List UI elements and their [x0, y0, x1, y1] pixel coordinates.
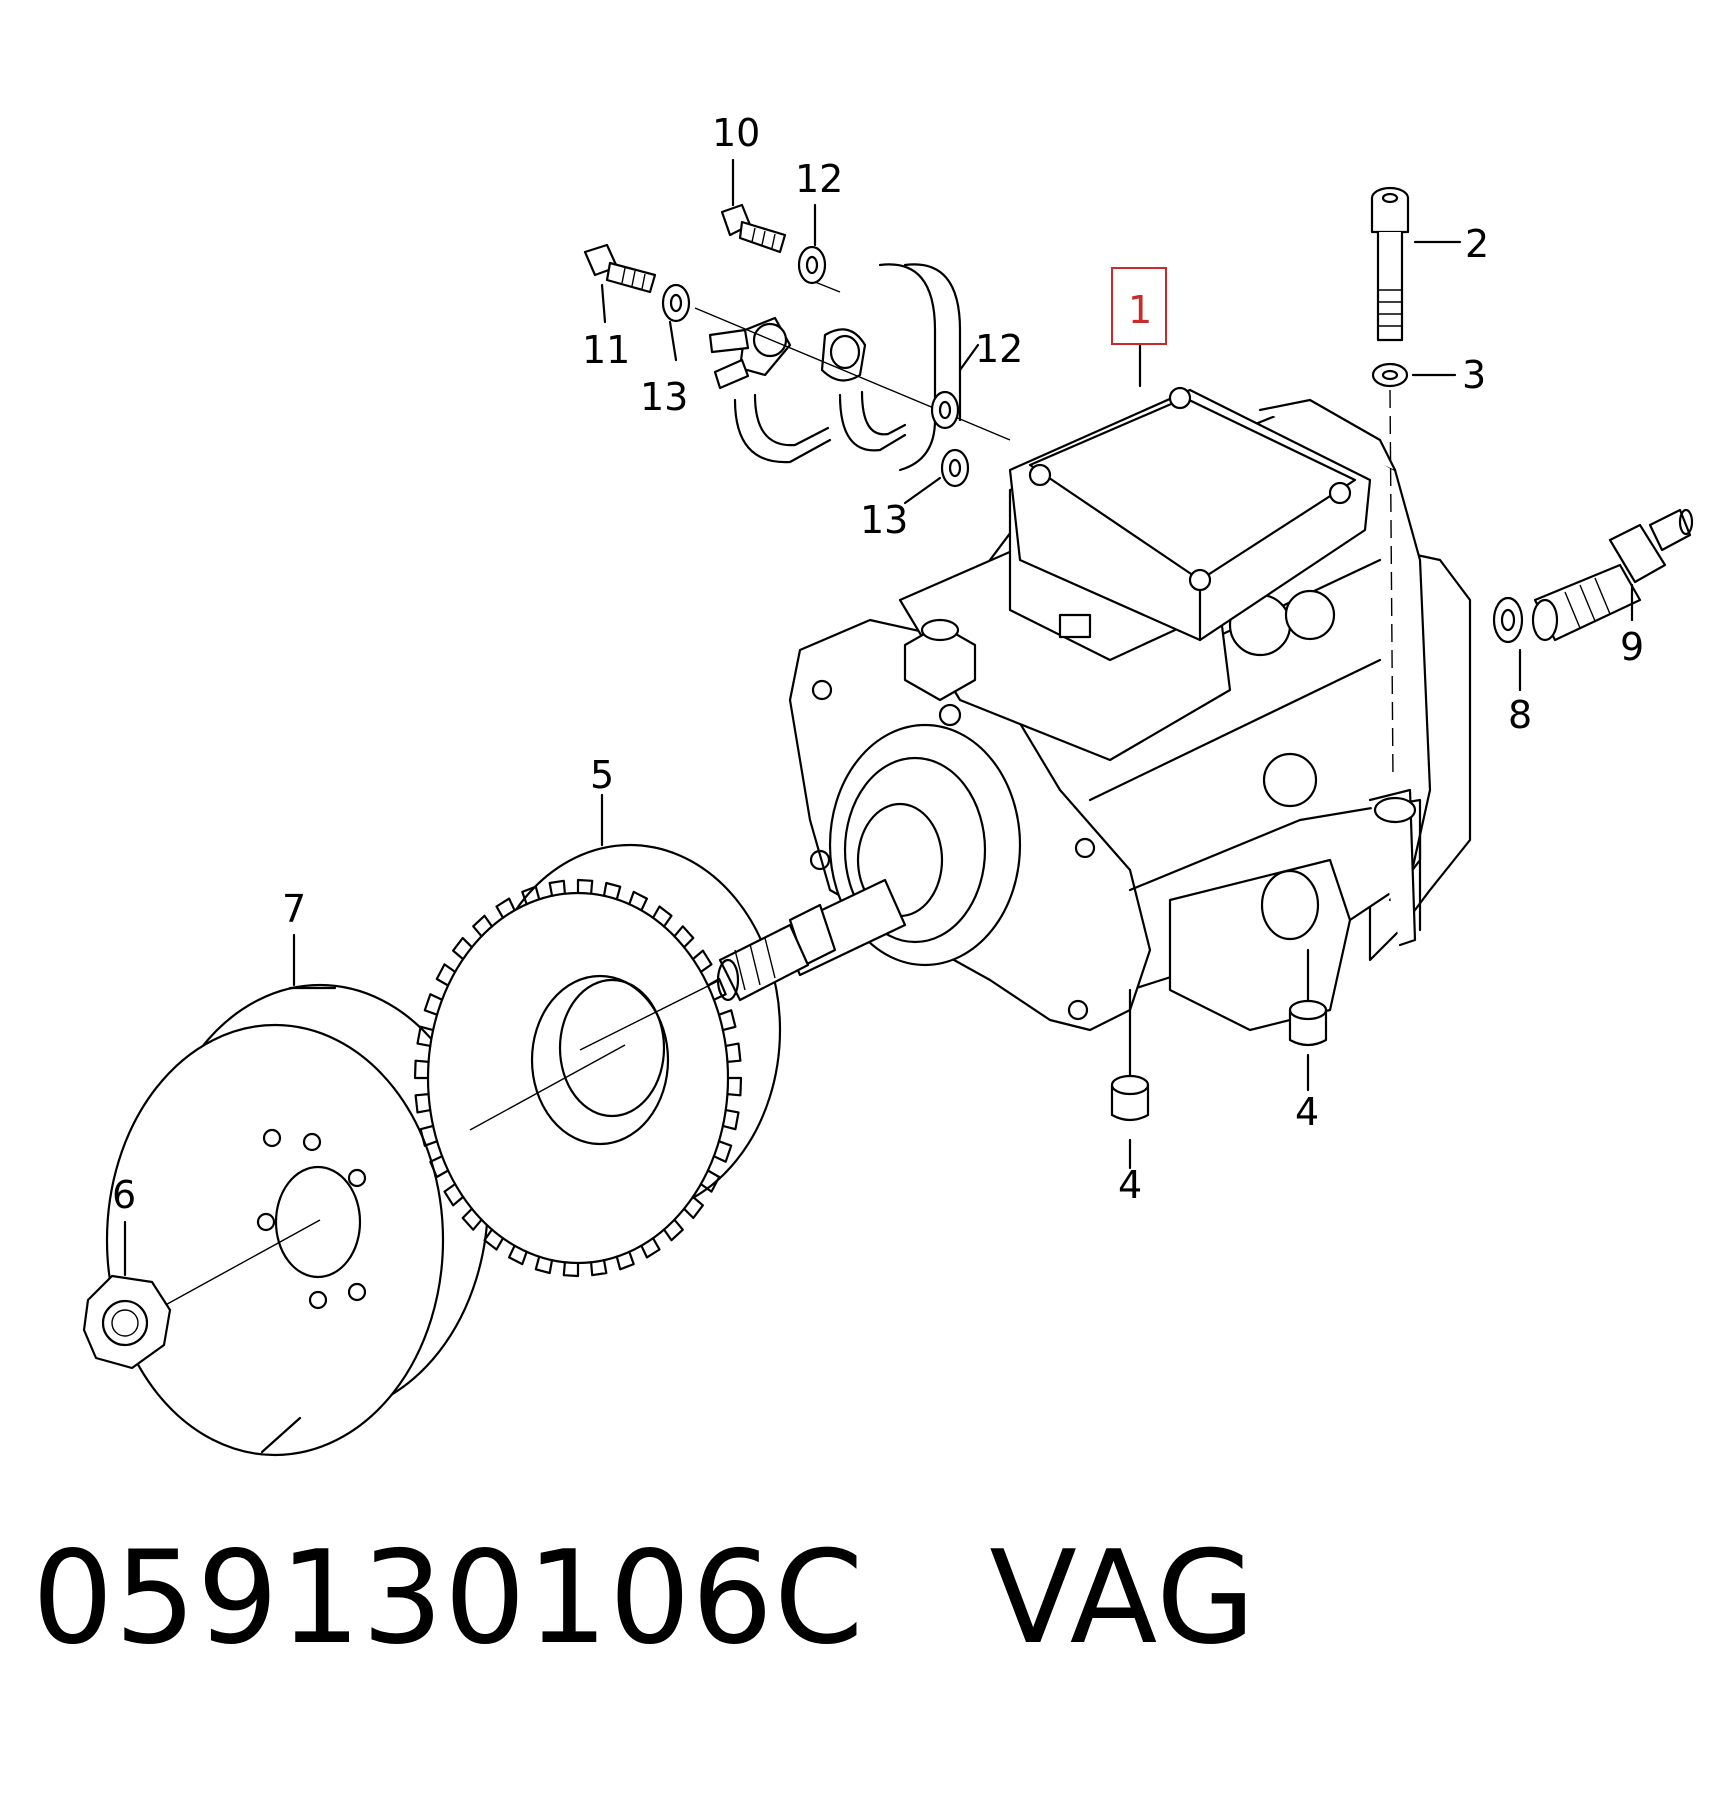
- gear-tooth: [416, 1025, 435, 1048]
- gear-tooth: [414, 1092, 432, 1114]
- gear-tooth: [724, 1042, 742, 1064]
- callout-highlight-box: [1111, 267, 1167, 345]
- gear-tooth: [461, 1207, 483, 1231]
- brand-name: VAG: [989, 1524, 1257, 1673]
- callout-5: 5: [590, 753, 614, 797]
- leader-lines: [123, 158, 1634, 1277]
- gear-tooth: [495, 897, 516, 919]
- banjo-bolt-11: [583, 243, 657, 294]
- gear-tooth: [691, 949, 713, 974]
- callout-13a: 13: [640, 375, 688, 419]
- callout-3: 3: [1462, 353, 1486, 397]
- gear-tooth: [673, 925, 695, 949]
- gear-tooth: [589, 1259, 608, 1277]
- injection-pump: [579, 386, 1472, 1051]
- callout-4a: 4: [1118, 1163, 1142, 1207]
- gear-tooth: [662, 1218, 684, 1242]
- hex-nut: [82, 1274, 172, 1370]
- seal-ring-13b: [940, 448, 970, 488]
- long-bolt: [1370, 186, 1410, 781]
- gear-tooth: [602, 881, 622, 901]
- gear-tooth: [699, 1169, 721, 1193]
- gear-tooth: [443, 1182, 465, 1207]
- gear-tooth: [640, 1237, 661, 1259]
- gear-tooth: [472, 914, 494, 938]
- gear-tooth: [429, 1155, 450, 1179]
- gear-tooth: [726, 1076, 743, 1097]
- gear-tooth: [717, 1009, 737, 1032]
- part-number: 059130106C: [32, 1524, 865, 1673]
- gear-tooth: [682, 1195, 705, 1220]
- banjo-bolt-10: [720, 203, 787, 254]
- callout-1: 1: [1128, 288, 1152, 332]
- gear-tooth: [435, 963, 457, 987]
- callout-10: 10: [712, 111, 760, 155]
- pulley: [105, 983, 490, 1457]
- gear-tooth: [548, 879, 567, 897]
- seal-washer-8: [1492, 596, 1524, 644]
- gear-tooth: [651, 905, 673, 928]
- gear-tooth: [452, 936, 473, 961]
- callout-11: 11: [582, 328, 630, 372]
- fitting-9: [1531, 508, 1694, 642]
- callout-8: 8: [1508, 693, 1532, 737]
- gear-tooth: [576, 878, 594, 895]
- gear-tooth: [721, 1108, 740, 1131]
- callout-9: 9: [1620, 625, 1644, 669]
- callout-4b: 4: [1295, 1090, 1319, 1134]
- gear-tooth: [628, 890, 649, 912]
- caption-spacer: [864, 1524, 989, 1673]
- gear-tooth: [521, 885, 541, 906]
- seal-ring-12b: [930, 390, 960, 430]
- gear-tooth: [483, 1228, 505, 1251]
- callout-6: 6: [112, 1173, 136, 1217]
- seal-ring-12a: [797, 245, 827, 285]
- bushing-4a: [1110, 1074, 1150, 1122]
- bushing-4b: [1288, 999, 1328, 1047]
- part-number-caption: 059130106C VAG: [32, 1535, 1256, 1663]
- timing-gear: [413, 843, 782, 1278]
- washer: [1371, 362, 1409, 388]
- gear-tooth: [413, 1059, 430, 1080]
- callout-12a: 12: [795, 157, 843, 201]
- gear-tooth: [706, 977, 727, 1001]
- gear-tooth: [534, 1255, 554, 1275]
- seal-ring-13a: [661, 283, 691, 323]
- gear-tooth: [562, 1261, 580, 1278]
- gear-tooth: [508, 1244, 528, 1266]
- gear-tooth: [712, 1140, 733, 1163]
- fuel-lines: [694, 263, 1011, 472]
- gear-tooth: [423, 993, 444, 1016]
- callout-2: 2: [1465, 222, 1489, 266]
- callout-12b: 12: [975, 327, 1023, 371]
- callout-13b: 13: [860, 498, 908, 542]
- gear-tooth: [419, 1124, 439, 1147]
- callout-7: 7: [282, 887, 306, 931]
- gear-tooth: [615, 1250, 635, 1271]
